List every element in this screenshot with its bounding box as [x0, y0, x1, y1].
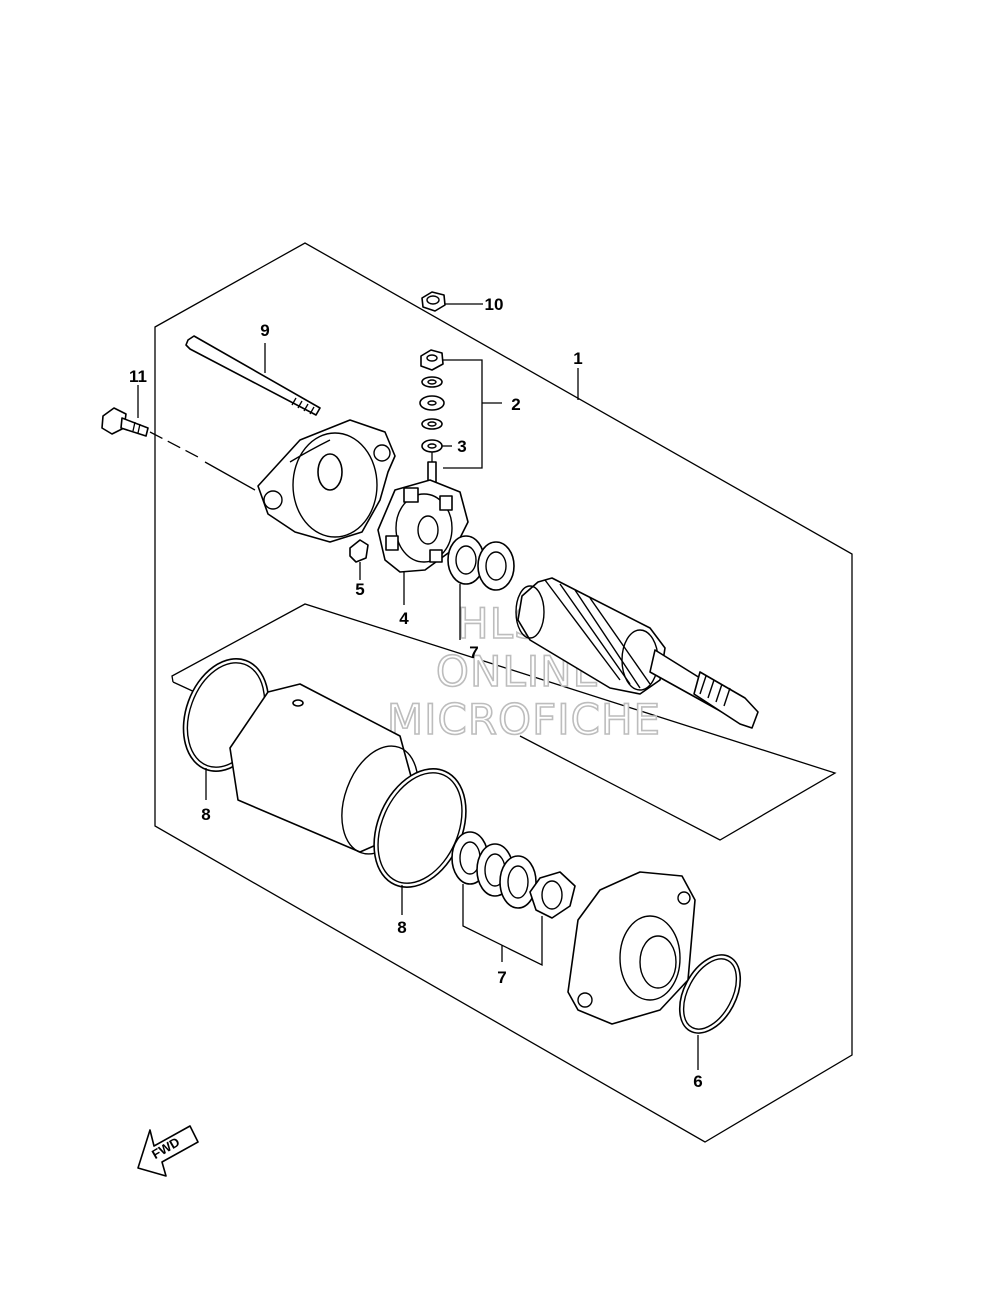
part-11-bolt[interactable] [101, 407, 149, 437]
part-2-washer-stack[interactable] [419, 349, 445, 453]
callout-8-left[interactable]: 8 [201, 805, 210, 824]
callout-9[interactable]: 9 [260, 321, 269, 340]
rear-housing[interactable] [257, 419, 396, 543]
callout-5[interactable]: 5 [355, 580, 364, 599]
part-5-clip[interactable] [349, 539, 369, 563]
callout-6[interactable]: 6 [693, 1072, 702, 1091]
callout-7-lower[interactable]: 7 [497, 968, 506, 987]
callout-7-upper[interactable]: 7 [469, 643, 478, 662]
callout-11[interactable]: 11 [129, 367, 147, 386]
callout-10[interactable]: 10 [485, 295, 504, 314]
armature[interactable] [515, 577, 759, 729]
assembly-frame [154, 242, 853, 1143]
callout-4[interactable]: 4 [399, 609, 409, 628]
part-4-brush-holder[interactable] [377, 479, 469, 573]
fwd-arrow-icon: FWD [137, 1125, 199, 1177]
part-7-upper-washers[interactable] [447, 535, 515, 591]
callout-2[interactable]: 2 [511, 395, 520, 414]
part-9-through-bolt[interactable] [185, 335, 321, 416]
callout-8-right[interactable]: 8 [397, 918, 406, 937]
front-housing[interactable] [567, 871, 696, 1025]
part-7-lower-washers[interactable] [451, 831, 576, 919]
part-6-o-ring[interactable] [667, 945, 752, 1044]
callout-3[interactable]: 3 [457, 437, 466, 456]
callout-1[interactable]: 1 [573, 349, 582, 368]
svg-text:MICROFICHE: MICROFICHE [387, 695, 661, 744]
armature-frame [171, 603, 837, 841]
part-10-nut[interactable] [421, 291, 446, 312]
